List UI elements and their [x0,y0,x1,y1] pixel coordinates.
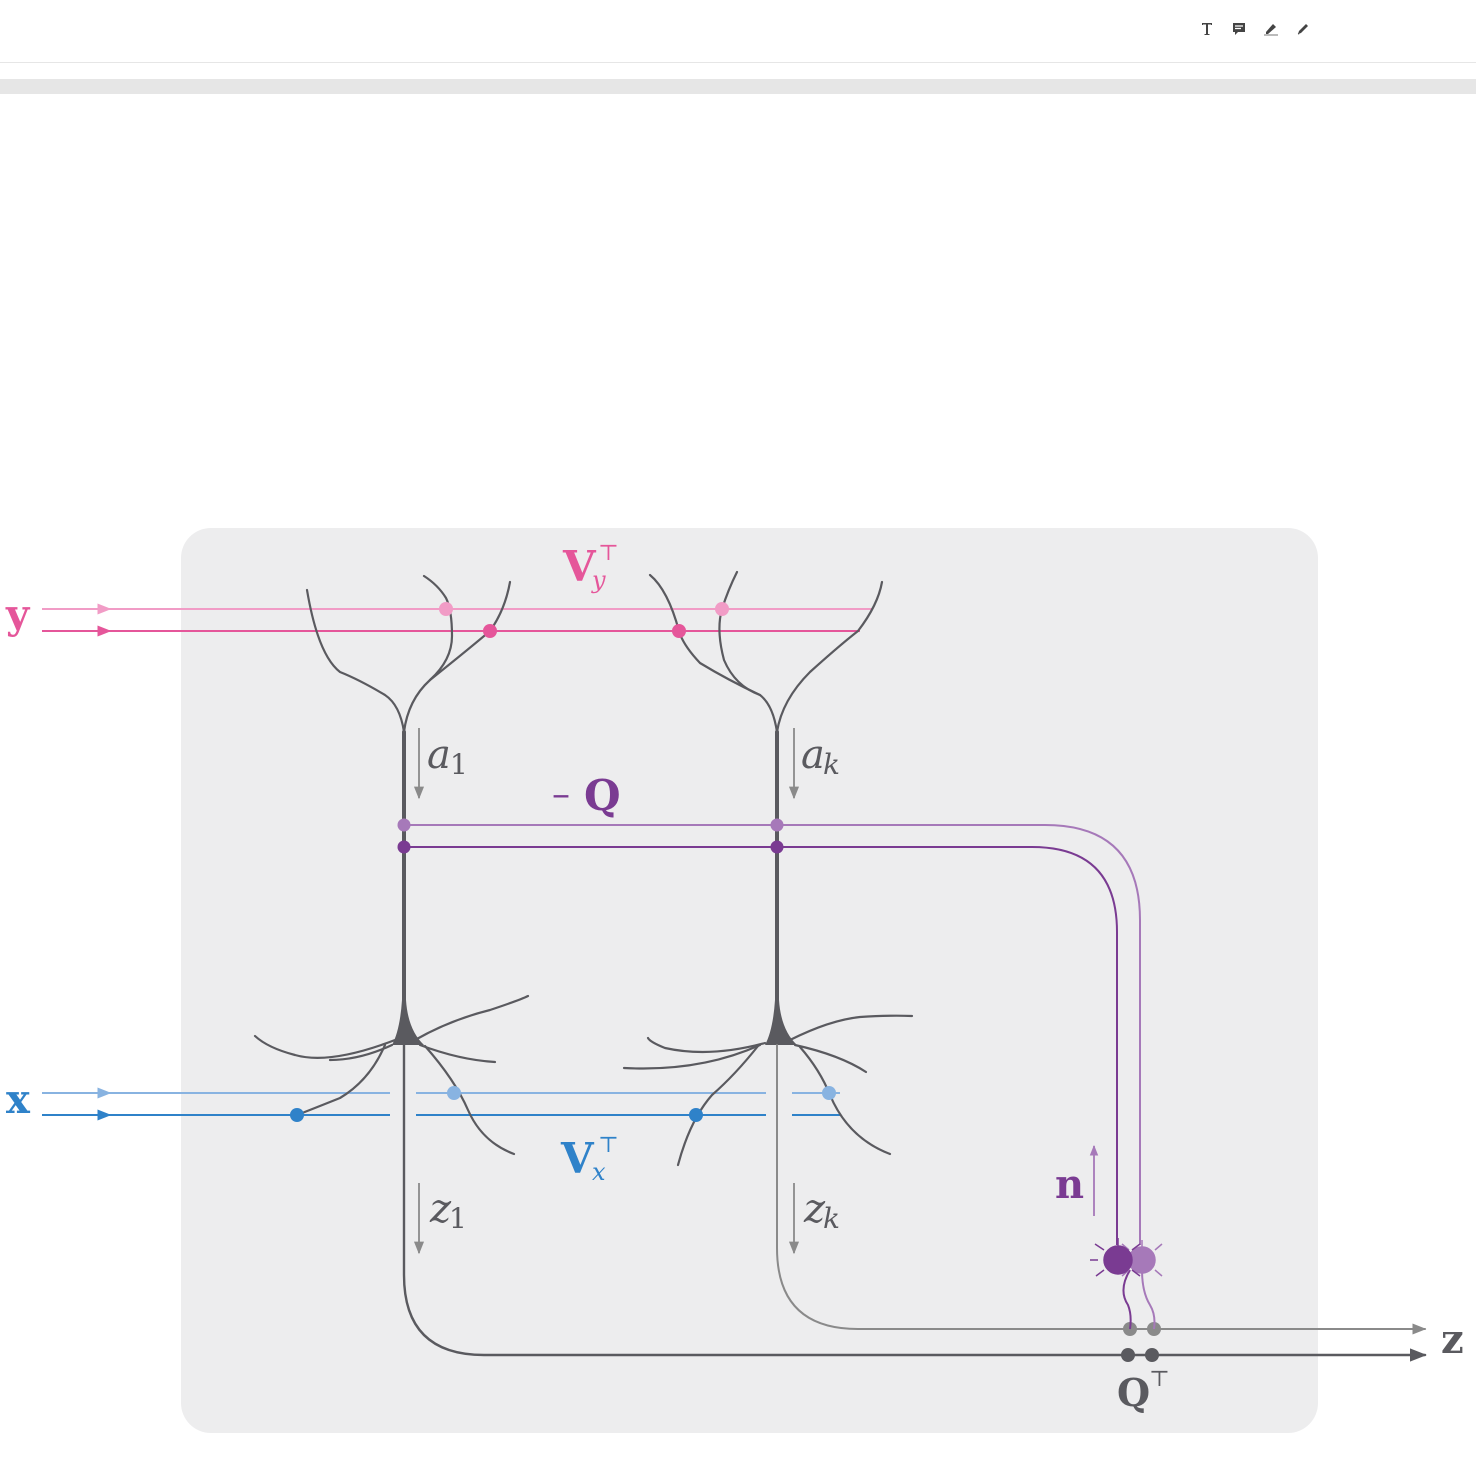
qt-superscript: ⊤ [1149,1367,1170,1392]
vy-superscript: ⊤ [598,541,619,566]
synapse-q2-nk [770,840,784,854]
synapse-x1-nk [822,1086,836,1100]
synapse-q1-nk [770,818,784,832]
synapse-z2-i1 [1121,1348,1135,1362]
synapse-y1-nk [715,602,729,616]
synapses [290,602,1161,1362]
ak-label: a [801,732,825,778]
vy-subscript: y [591,566,606,594]
synapse-x1-n1 [447,1086,461,1100]
neg-q-minus: – [552,774,570,815]
z1-label: z [429,1186,452,1232]
y-input-label: y [5,591,31,638]
zk-label: z [803,1186,826,1232]
interneuron-1 [1090,1238,1141,1277]
a1-subscript: 1 [450,748,468,781]
neg-q-label: Q [584,771,621,820]
interneurons [1090,1238,1163,1330]
lateral-inhibition-lines [404,824,1141,1245]
synapse-x2-nk [689,1108,703,1122]
synapse-y2-nk [672,624,686,638]
pyramidal-neuron-k [622,570,1427,1335]
qt-label: Q [1117,1370,1150,1415]
comment-tool-icon[interactable] [1228,18,1250,40]
z-output-label: z [1441,1316,1464,1363]
synapse-y2-n1 [483,624,497,638]
z1-subscript: 1 [449,1202,467,1235]
synapse-y1-n1 [439,602,453,616]
vy-label: V [562,542,597,591]
top-separator-bar [0,79,1476,94]
n-label: n [1055,1161,1084,1208]
network-panel [181,528,1318,1433]
synapse-q2-n1 [397,840,411,854]
x-input-label: x [6,1076,31,1123]
text-tool-icon[interactable] [1196,18,1218,40]
pen-tool-icon[interactable] [1292,18,1314,40]
a1-label: a [427,732,451,778]
pyramidal-neuron-1 [253,574,1427,1362]
synapse-x2-n1 [290,1108,304,1122]
toolbar [0,0,1476,63]
signal-arrows [413,728,1099,1255]
highlight-tool-icon[interactable] [1260,18,1282,40]
vx-superscript: ⊤ [598,1133,619,1158]
interneuron-2 [1121,1240,1163,1277]
synapse-z2-i2 [1145,1348,1159,1362]
zk-subscript: k [823,1202,840,1235]
synapse-q1-n1 [397,818,411,832]
vx-subscript: x [592,1158,606,1186]
ak-subscript: k [823,748,840,781]
vx-label: V [560,1134,595,1183]
